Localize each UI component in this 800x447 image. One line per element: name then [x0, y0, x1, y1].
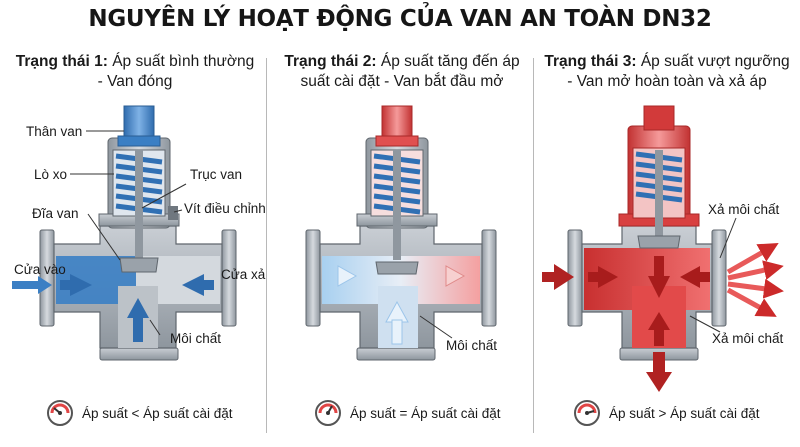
label-outlet: Cửa xả [221, 267, 266, 282]
label-body: Thân van [26, 124, 83, 139]
state-3-heading: Trạng thái 3: Áp suất vượt ngưỡng - Van … [544, 53, 790, 90]
pressure-gauge-icon [315, 400, 341, 426]
panel-divider [266, 58, 267, 433]
label-inlet: Cửa vào [14, 262, 66, 277]
state-1-footer: Áp suất < Áp suất cài đặt [46, 398, 232, 428]
page-title: NGUYÊN LÝ HOẠT ĐỘNG CỦA VAN AN TOÀN DN32 [88, 6, 712, 32]
state-1-heading: Trạng thái 1: Áp suất bình thường - Van … [15, 53, 255, 90]
label-medium-1: Môi chất [170, 331, 222, 346]
label-disc: Đĩa van [32, 206, 79, 221]
valve-diagrams [12, 105, 784, 392]
label-medium-2: Môi chất [446, 338, 498, 353]
valve-state-3 [542, 105, 784, 392]
pressure-gauge-icon [47, 400, 73, 426]
state-3-footer: Áp suất > Áp suất cài đặt [573, 398, 759, 428]
label-stem: Trục van [190, 167, 243, 182]
state-2-footer: Áp suất = Áp suất cài đặt [314, 398, 500, 428]
pressure-gauge-icon [574, 400, 600, 426]
label-adjust-screw: Vít điều chỉnh [184, 201, 266, 216]
state-2-heading: Trạng thái 2: Áp suất tăng đến áp suất c… [284, 53, 520, 90]
valve-state-1 [12, 105, 237, 361]
label-spring: Lò xo [34, 167, 68, 182]
label-discharge-bottom: Xả môi chất [712, 331, 784, 346]
label-discharge-top: Xả môi chất [708, 202, 780, 217]
valve-state-2 [305, 105, 497, 361]
panel-divider [533, 58, 534, 433]
